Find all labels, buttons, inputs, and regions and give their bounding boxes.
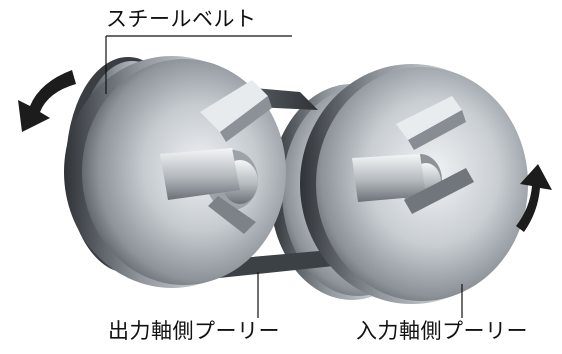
rotation-arrow-right-icon xyxy=(516,164,552,232)
output-shaft xyxy=(160,80,272,234)
input-pulley-label: 入力軸側プーリー xyxy=(356,319,528,343)
rotation-arrow-left-icon xyxy=(18,70,76,132)
steel-belt-label: スチールベルト xyxy=(106,7,257,31)
input-shaft xyxy=(352,96,474,214)
output-pulley-label: 出力軸側プーリー xyxy=(108,319,280,343)
